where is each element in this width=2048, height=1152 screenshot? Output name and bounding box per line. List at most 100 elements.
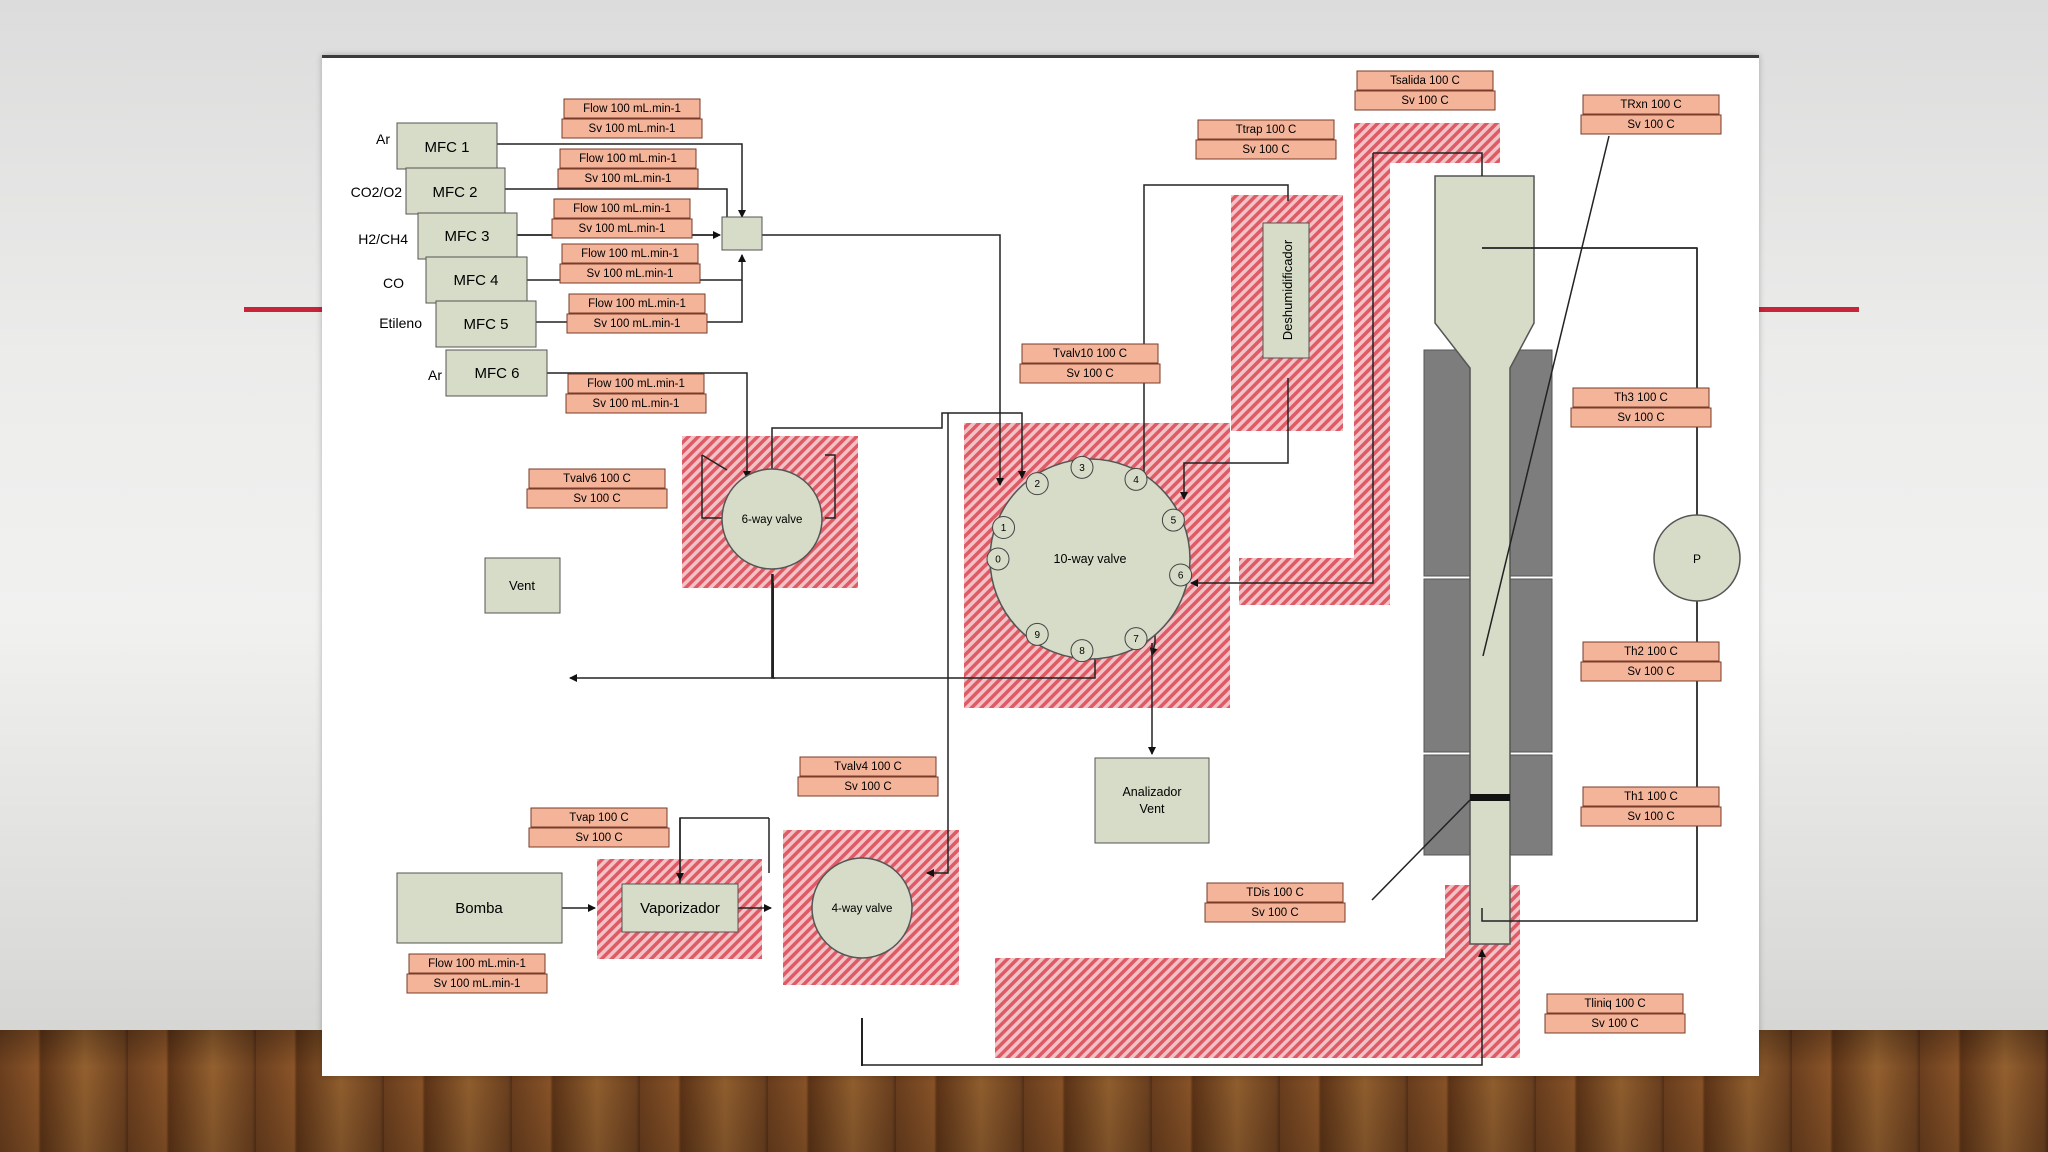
- tag-box: [1580, 114, 1722, 135]
- tag-text: Tvap 100 C: [569, 812, 628, 824]
- tag-box: [1572, 387, 1710, 408]
- valve-port-label: 6: [1178, 570, 1184, 581]
- tag-text: Sv 100 mL.min-1: [579, 223, 666, 235]
- tag-text: Flow 100 mL.min-1: [573, 203, 671, 215]
- tag-text: Tliniq 100 C: [1584, 998, 1645, 1010]
- pressure-gauge: [1653, 514, 1741, 602]
- piping: [497, 143, 1026, 682]
- valve-port: [1025, 622, 1049, 646]
- vent-label: Vent: [509, 578, 535, 593]
- mfc-box: [435, 300, 537, 348]
- tag-text: Sv 100 C: [1627, 666, 1674, 678]
- tag-group: Flow 100 mL.min-1 Sv 100 mL.min-1 Flow 1…: [406, 70, 1722, 1034]
- tag-box: [559, 148, 697, 169]
- gas-labels: Ar CO2/O2 H2/CH4 CO Etileno Ar: [351, 131, 443, 383]
- tag-box: [526, 488, 668, 509]
- tag-box: [1356, 70, 1494, 91]
- heated-zone-outlet-line: [1239, 123, 1500, 605]
- gas-label: Etileno: [379, 315, 422, 331]
- tag-text: Sv 100 C: [1617, 412, 1664, 424]
- pump-label: Bomba: [455, 900, 503, 917]
- accent-line-right: [1757, 307, 1859, 312]
- vent-box: [484, 557, 561, 614]
- tag-box: [1582, 641, 1720, 662]
- tag-text: Sv 100 mL.min-1: [593, 398, 680, 410]
- tag-text: Sv 100 mL.min-1: [434, 978, 521, 990]
- tag-text: Flow 100 mL.min-1: [579, 153, 677, 165]
- tag-text: TRxn 100 C: [1620, 99, 1681, 111]
- tag-box: [1206, 882, 1344, 903]
- tag-box: [528, 827, 670, 848]
- ten-way-valve-label: 10-way valve: [1054, 552, 1127, 566]
- mfc-box: [425, 256, 528, 304]
- tag-box: [553, 198, 691, 219]
- tag-box: [1354, 90, 1496, 111]
- tag-text: Sv 100 C: [1627, 811, 1674, 823]
- six-way-valve[interactable]: [721, 468, 823, 570]
- analyzer-label: Analizador: [1122, 785, 1181, 799]
- valve-port-label: 3: [1079, 463, 1085, 474]
- tag-text: Ttrap 100 C: [1236, 124, 1297, 136]
- tag-box: [551, 218, 693, 239]
- gas-label: CO2/O2: [351, 184, 403, 200]
- tag-box: [797, 776, 939, 797]
- tag-box: [565, 393, 707, 414]
- tag-text: Sv 100 C: [1627, 119, 1674, 131]
- catalyst-bed: [1470, 794, 1510, 801]
- tag-text: Tvalv10 100 C: [1053, 348, 1127, 360]
- tag-text: Th2 100 C: [1624, 646, 1678, 658]
- mfc-label: MFC 6: [475, 365, 520, 382]
- six-way-valve-label: 6-way valve: [742, 514, 803, 526]
- tag-box: [799, 756, 937, 777]
- tag-text: Flow 100 mL.min-1: [581, 248, 679, 260]
- valve-port-label: 4: [1133, 475, 1139, 486]
- dehumidifier-label: Deshumidificador: [1280, 239, 1295, 340]
- tag-text: Sv 100 C: [1401, 95, 1448, 107]
- tag-text: Flow 100 mL.min-1: [588, 298, 686, 310]
- valve-port: [1169, 563, 1193, 587]
- mfc-label: MFC 1: [425, 139, 470, 156]
- tag-box: [561, 118, 703, 139]
- distributor-line: [1371, 799, 1471, 901]
- mfc-box: [417, 212, 518, 260]
- tag-text: Sv 100 C: [844, 781, 891, 793]
- tag-text: Tvalv4 100 C: [834, 761, 902, 773]
- accent-line-left: [244, 307, 324, 312]
- tag-box: [1204, 902, 1346, 923]
- gas-mixer: [721, 216, 763, 251]
- tag-box: [1019, 363, 1161, 384]
- tag-box: [559, 263, 701, 284]
- tag-text: Sv 100 C: [1591, 1018, 1638, 1030]
- slide: MFC 1 MFC 2 MFC 3 MFC 4 MFC 5 MFC 6 Ar C…: [322, 55, 1759, 1076]
- tag-text: Tvalv6 100 C: [563, 473, 631, 485]
- tag-box: [566, 313, 708, 334]
- tag-box: [1195, 139, 1337, 160]
- valve-port: [992, 516, 1016, 540]
- valve-port: [1070, 455, 1094, 479]
- valve-port-label: 5: [1171, 516, 1177, 527]
- tag-text: Sv 100 mL.min-1: [585, 173, 672, 185]
- valve-port-label: 9: [1034, 630, 1040, 641]
- pump-box: [396, 872, 563, 944]
- gas-label: Ar: [376, 131, 390, 147]
- tag-box: [567, 373, 705, 394]
- valve-port-label: 1: [1001, 523, 1007, 534]
- tag-box: [1021, 343, 1159, 364]
- valve-port-label: 2: [1034, 479, 1040, 490]
- tag-box: [408, 953, 546, 974]
- tag-text: Flow 100 mL.min-1: [428, 958, 526, 970]
- tag-box: [1580, 661, 1722, 682]
- vaporizer-box: [621, 883, 739, 933]
- gas-label: H2/CH4: [358, 231, 408, 247]
- analyzer-vent-label: Vent: [1139, 802, 1165, 816]
- dehumidifier-box: [1262, 222, 1310, 359]
- tag-text: Sv 100 C: [575, 832, 622, 844]
- tag-box: [1544, 1013, 1686, 1034]
- tag-text: Sv 100 C: [573, 493, 620, 505]
- valve-port-label: 0: [995, 555, 1001, 566]
- four-way-valve[interactable]: [811, 857, 913, 959]
- mfc-box: [445, 349, 548, 397]
- tag-text: Sv 100 C: [1242, 144, 1289, 156]
- thermocouple-line: [1482, 135, 1610, 657]
- tag-text: Sv 100 mL.min-1: [594, 318, 681, 330]
